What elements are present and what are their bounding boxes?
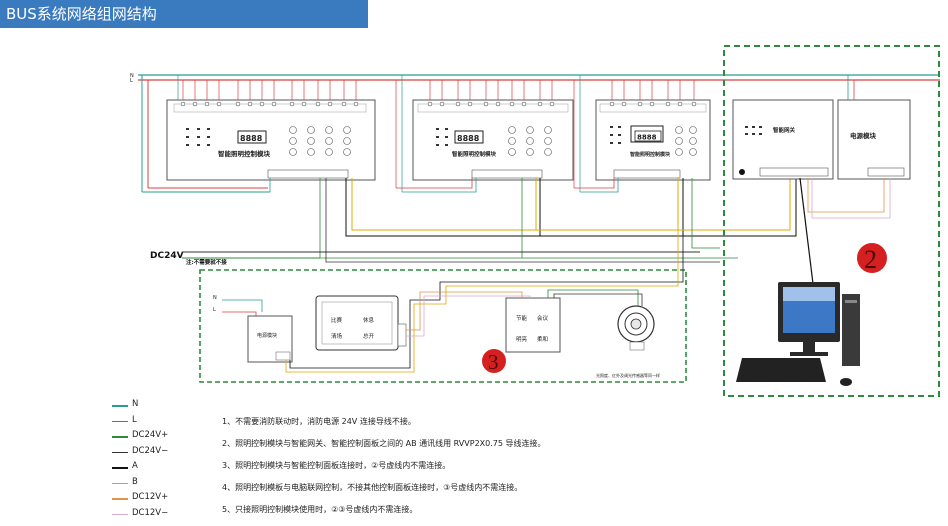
legend-item-dc24v-plus: DC24V+	[112, 429, 202, 445]
module-2-display: 8888	[457, 134, 480, 143]
bus-label-n: N	[130, 73, 134, 79]
note-5: 5、只接照明控制模块使用时，②③号虚线内不需连接。	[222, 505, 418, 514]
legend-item-dc12v-minus: DC12V−	[112, 507, 202, 523]
scene-key-4: 柔和	[537, 335, 548, 343]
note-1: 1、不需要消防联动时，消防电源 24V 连接导线不接。	[222, 417, 416, 426]
module-3-display: 8888	[637, 134, 657, 142]
legend-swatch-a	[112, 467, 128, 469]
legend-label-dc12v-plus: DC12V+	[132, 492, 169, 502]
dc24v-label: DC24V	[150, 251, 184, 261]
note-2: 2、照明控制模块与智能网关、智能控制面板之间的 AB 通讯线用 RVVP2X0.…	[222, 439, 546, 448]
legend-item-b: B	[112, 476, 202, 492]
power-module-label: 电源模块	[850, 131, 877, 140]
note-4: 4、照明控制模板与电脑联网控制，不接其他控制面板连接时，③号虚线内不需连接。	[222, 483, 523, 492]
module-2-label: 智能照明控制模块	[452, 150, 497, 158]
zone-3-n-label: N	[213, 295, 217, 301]
module-1-label: 智能照明控制模块	[218, 149, 271, 158]
panel-key-1: 比赛	[331, 316, 343, 324]
scene-keypad: 节能 会议 明亮 柔和	[505, 297, 561, 353]
legend-item-l: L	[112, 414, 202, 430]
sensor-note: 光照度、红外及调光传感器等同一样	[596, 372, 660, 378]
scene-control-panel: 比赛 休息 清场 总开	[315, 295, 399, 351]
legend-swatch-dc12v-minus	[112, 513, 128, 515]
legend-item-dc24v-minus: DC24V−	[112, 445, 202, 461]
computer-icon	[736, 282, 860, 386]
panel-key-3: 清场	[331, 332, 343, 340]
module-3-label: 智能照明控制模块	[630, 151, 671, 158]
lighting-module-2: 8888 智能照明控制模块	[412, 99, 574, 181]
panel-key-2: 休息	[363, 316, 375, 324]
panel-key-4: 总开	[363, 332, 375, 340]
legend-label-n: N	[132, 399, 139, 409]
gateway-label: 智能网关	[773, 126, 796, 134]
page-title: BUS系统网络组网结构	[0, 0, 368, 28]
legend-label-b: B	[132, 476, 138, 487]
legend-swatch-n	[112, 405, 128, 407]
legend-label-a: A	[132, 461, 138, 471]
legend-item-dc12v-plus: DC12V+	[112, 491, 202, 507]
legend-label-l: L	[132, 414, 137, 425]
dc24v-note: 注:不需要就不接	[186, 258, 227, 266]
power-module: 电源模块	[837, 99, 911, 180]
zone-2-number: 2	[864, 245, 877, 274]
lighting-module-3: 8888 智能照明控制模块	[595, 99, 711, 181]
module-1-display: 8888	[240, 134, 263, 143]
legend-swatch-l	[112, 420, 128, 422]
zone-3-power-label: 电源模块	[257, 332, 277, 339]
zone-2-box	[723, 45, 940, 397]
legend-swatch-dc24v-minus	[112, 451, 128, 453]
gateway-module: 智能网关	[732, 99, 834, 180]
note-3: 3、照明控制模块与智能控制面板连接时，②号虚线内不需连接。	[222, 461, 451, 470]
legend-label-dc24v-plus: DC24V+	[132, 430, 169, 440]
legend-label-dc24v-minus: DC24V−	[132, 445, 169, 456]
legend-item-a: A	[112, 460, 202, 476]
scene-key-3: 明亮	[516, 335, 528, 343]
legend-swatch-dc24v-plus	[112, 436, 128, 438]
scene-key-1: 节能	[516, 314, 528, 322]
legend-swatch-b	[112, 482, 128, 484]
zone-3-box	[199, 269, 687, 383]
zone-3-number: 3	[488, 350, 499, 374]
lighting-module-1: 8888 智能照明控制模块	[166, 99, 376, 181]
sensor-icon	[617, 305, 655, 351]
legend-swatch-dc12v-plus	[112, 498, 128, 500]
zone-3-l-label: L	[213, 307, 216, 313]
scene-key-2: 会议	[537, 314, 549, 322]
bus-label-l: L	[130, 78, 133, 84]
zone-3-marker	[482, 349, 506, 373]
wiring-notes: 1、不需要消防联动时，消防电源 24V 连接导线不接。 2、照明控制模块与智能网…	[222, 416, 822, 526]
wire-legend: N L DC24V+ DC24V− A B DC12V+ DC12V−	[112, 398, 202, 522]
legend-item-n: N	[112, 398, 202, 414]
zone-3-power-module: 电源模块	[247, 315, 293, 363]
zone-2-marker	[857, 243, 887, 273]
legend-label-dc12v-minus: DC12V−	[132, 507, 169, 518]
